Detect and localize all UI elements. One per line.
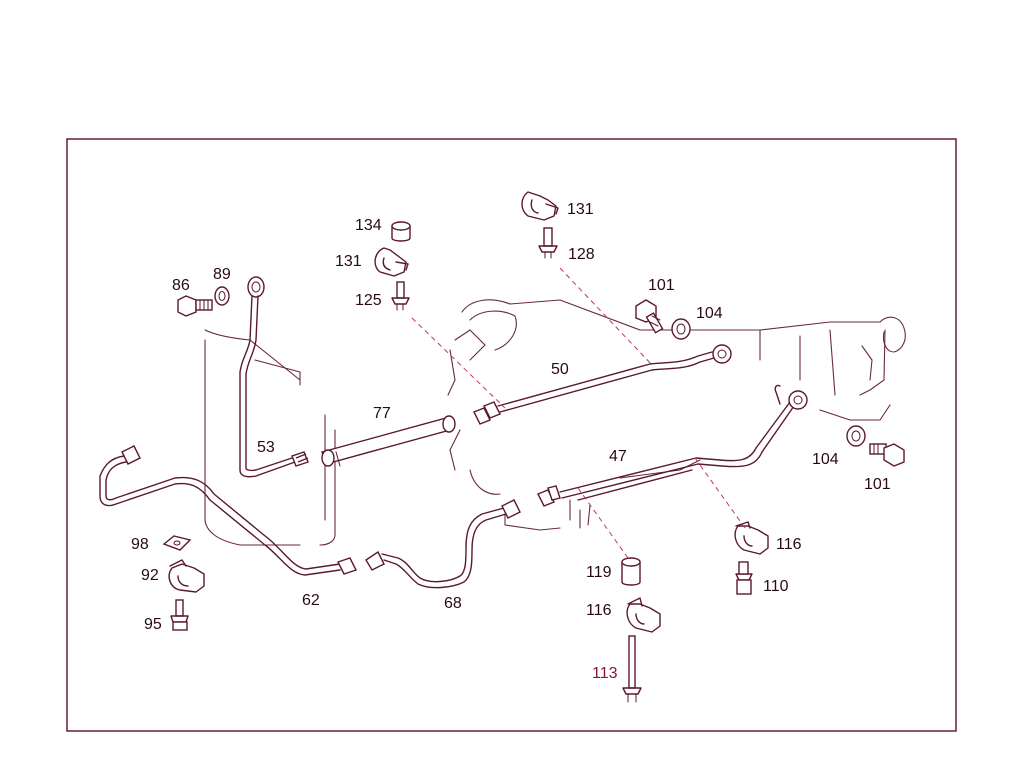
banjo-bolt-101-top <box>635 299 664 334</box>
label-104-top: 104 <box>696 305 723 322</box>
washer-104-right <box>846 425 866 447</box>
label-95: 95 <box>144 616 162 633</box>
label-131-top: 131 <box>567 201 594 218</box>
pipe-77 <box>321 415 456 467</box>
label-62: 62 <box>302 592 320 609</box>
label-119: 119 <box>586 564 612 581</box>
clamp-116-right <box>734 521 769 555</box>
label-116-right: 116 <box>776 536 802 553</box>
bolt-125 <box>391 281 410 311</box>
label-50: 50 <box>551 361 569 378</box>
leader-128 <box>559 267 654 367</box>
bolt-110 <box>735 561 753 595</box>
label-134: 134 <box>355 217 382 234</box>
label-104-right: 104 <box>812 451 839 468</box>
leader-116-right <box>694 457 746 529</box>
label-89: 89 <box>213 266 231 283</box>
label-116-lower: 116 <box>586 602 612 619</box>
washer-89 <box>214 286 230 306</box>
oil-line-68 <box>365 499 521 589</box>
banjo-bolt-101-right <box>869 443 905 467</box>
label-101-top: 101 <box>648 277 675 294</box>
label-101-right: 101 <box>864 476 891 493</box>
bolt-95 <box>170 599 189 631</box>
label-125: 125 <box>355 292 382 309</box>
clamp-116-lower <box>626 597 661 633</box>
label-92: 92 <box>141 567 159 584</box>
transmission-housing <box>204 299 906 546</box>
label-113: 113 <box>592 665 618 682</box>
label-68: 68 <box>444 595 462 612</box>
bushing-134 <box>391 221 411 242</box>
leader-119 <box>577 487 629 559</box>
banjo-bolt-86 <box>177 295 213 317</box>
label-86: 86 <box>172 277 190 294</box>
oil-line-50 <box>473 344 732 425</box>
bolt-113 <box>622 635 642 703</box>
bushing-119 <box>621 557 641 586</box>
diagram-frame <box>66 138 957 732</box>
label-98: 98 <box>131 536 149 553</box>
washer-104-top <box>671 318 691 340</box>
clamp-92 <box>168 559 205 593</box>
bolt-128 <box>538 227 558 259</box>
label-47: 47 <box>609 448 627 465</box>
clamp-131-middle <box>374 247 409 277</box>
label-110: 110 <box>763 578 789 595</box>
label-131-middle: 131 <box>335 253 362 270</box>
leader-125 <box>411 317 506 409</box>
oil-line-47 <box>537 384 808 507</box>
label-77: 77 <box>373 405 391 422</box>
part-labels: 131 128 134 131 125 86 89 101 104 50 77 … <box>131 201 891 682</box>
label-128: 128 <box>568 246 595 263</box>
clamp-131-top <box>521 191 559 221</box>
label-53: 53 <box>257 439 275 456</box>
oil-line-53 <box>239 276 309 478</box>
nut-98 <box>162 535 192 551</box>
leader-lines <box>411 267 746 559</box>
oil-line-62 <box>99 445 357 576</box>
